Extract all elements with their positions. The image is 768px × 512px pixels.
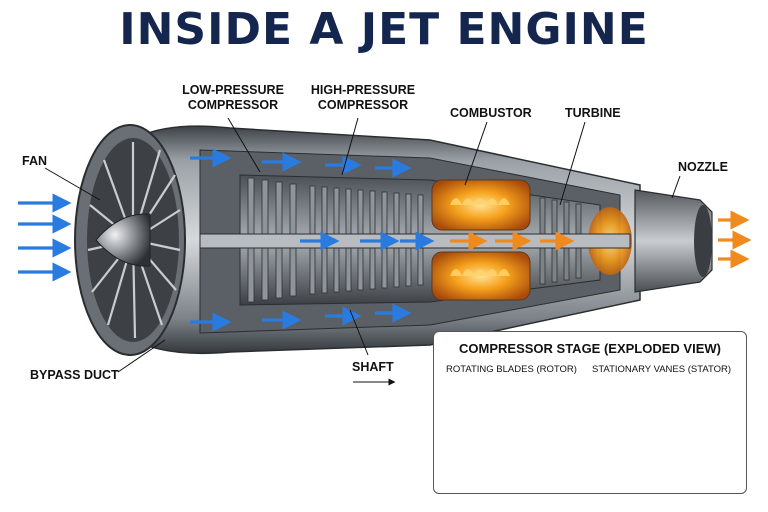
label-fan: FAN [22,154,47,168]
airflow-arrow-icon [18,148,435,332]
label-high-pressure-compressor-line2: COMPRESSOR [317,98,409,112]
label-combustor: COMBUSTOR [450,106,532,120]
label-low-pressure-compressor-line1: LOW-PRESSURE [182,83,284,97]
label-bypass-duct: BYPASS DUCT [30,368,119,382]
flame-icon [450,198,510,276]
leader-lines [44,117,681,386]
fan-icon [74,124,186,356]
label-nozzle: NOZZLE [678,160,728,174]
inset-title: COMPRESSOR STAGE (EXPLODED VIEW) [459,341,721,356]
label-stator: STATIONARY VANES (STATOR) [592,364,732,375]
label-low-pressure-compressor-line2: COMPRESSOR [187,98,279,112]
label-shaft: SHAFT [352,360,394,374]
page-title: INSIDE A JET ENGINE [119,4,649,55]
exhaust-nozzle [634,189,713,293]
compressor-stage-inset: COMPRESSOR STAGE (EXPLODED VIEW) ROTATIN… [433,331,747,494]
label-high-pressure-compressor-line1: HIGH-PRESSURE [310,83,416,97]
label-turbine: TURBINE [565,106,621,120]
label-rotor: ROTATING BLADES (ROTOR) [446,364,577,375]
exhaust-arrow-icon [450,210,752,269]
combustor-section [431,179,531,301]
